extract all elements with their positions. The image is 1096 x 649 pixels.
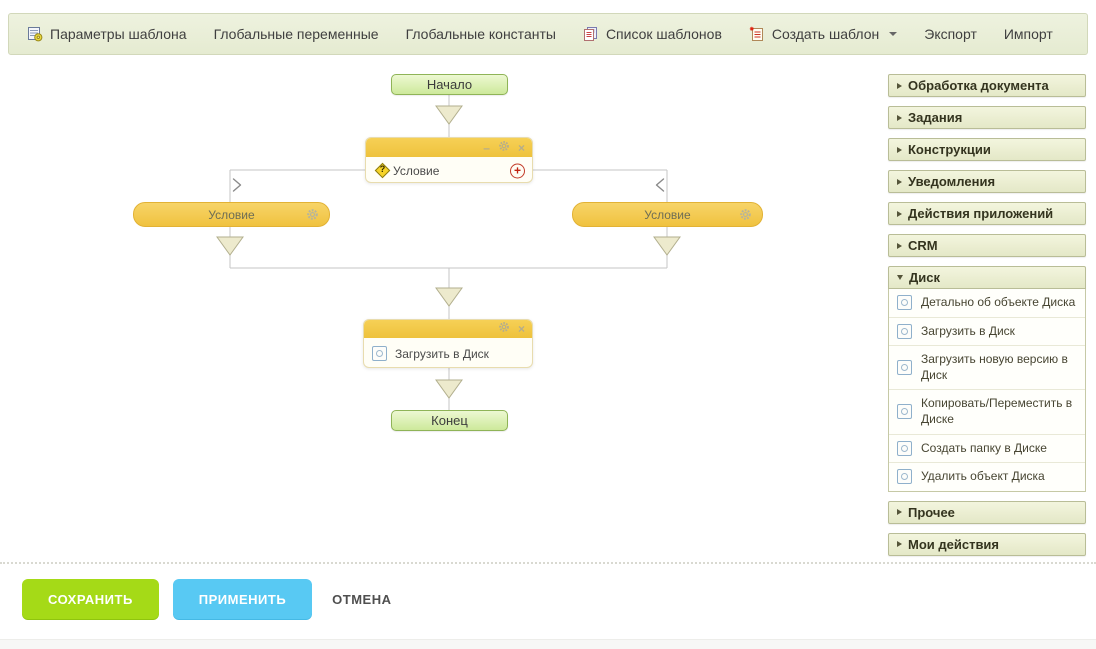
- condition-diamond-icon: ?: [377, 164, 388, 176]
- condition-activity-block[interactable]: – × ? Условие +: [365, 137, 533, 183]
- condition-branch-right[interactable]: Условие: [572, 202, 763, 227]
- activity-header: – ×: [366, 138, 532, 157]
- sidebar-section-constructions[interactable]: Конструкции: [888, 138, 1086, 161]
- chevron-down-icon: [897, 275, 903, 280]
- disk-action-icon: [897, 295, 912, 311]
- toolbar-label: Экспорт: [924, 26, 977, 42]
- sidebar-action-disk-details[interactable]: Детально об объекте Диска: [889, 289, 1085, 317]
- create-template-icon: [749, 26, 763, 41]
- activity-body: Загрузить в Диск: [364, 338, 532, 367]
- action-label: Загрузить новую версию в Диск: [921, 352, 1068, 382]
- chevron-right-icon: [897, 178, 902, 185]
- activity-body: ? Условие +: [366, 157, 532, 182]
- toolbar-label: Глобальные переменные: [213, 26, 379, 42]
- toolbar-button-template-params[interactable]: Параметры шаблона: [27, 26, 187, 42]
- toolbar-button-global-variables[interactable]: Глобальные переменные: [214, 26, 379, 42]
- toolbar-button-global-constants[interactable]: Глобальные константы: [406, 26, 556, 42]
- settings-gear-icon[interactable]: [498, 320, 510, 338]
- sidebar-section-disk[interactable]: Диск: [888, 266, 1086, 289]
- toolbar-button-export[interactable]: Экспорт: [924, 26, 977, 42]
- sidebar-section-app-actions[interactable]: Действия приложений: [888, 202, 1086, 225]
- bottom-strip: [0, 639, 1096, 649]
- toolbar-label: Импорт: [1003, 26, 1053, 42]
- template-params-icon: [28, 27, 43, 42]
- action-label: Детально об объекте Диска: [921, 295, 1076, 309]
- chevron-right-icon: [897, 82, 902, 89]
- flow-start-node[interactable]: Начало: [391, 74, 508, 95]
- activity-header: ×: [364, 320, 532, 338]
- settings-gear-icon[interactable]: [739, 208, 752, 224]
- sidebar-action-create-folder[interactable]: Создать папку в Диске: [889, 433, 1085, 463]
- chevron-right-icon: [897, 541, 902, 548]
- chevron-right-icon: [897, 114, 902, 121]
- section-label: CRM: [908, 238, 938, 253]
- branch-label: Условие: [208, 207, 255, 222]
- sidebar-section-notifications[interactable]: Уведомления: [888, 170, 1086, 193]
- section-label: Уведомления: [908, 174, 996, 189]
- disk-action-icon: [897, 469, 912, 485]
- disk-action-icon: [372, 346, 387, 361]
- minimize-icon[interactable]: –: [483, 140, 490, 155]
- chevron-right-icon: [897, 509, 902, 516]
- sidebar-section-tasks[interactable]: Задания: [888, 106, 1086, 129]
- toolbar: Параметры шаблона Глобальные переменные …: [8, 13, 1088, 55]
- sidebar-action-copy-move[interactable]: Копировать/Переместить в Диске: [889, 389, 1085, 433]
- chevron-right-icon: [897, 210, 902, 217]
- sidebar-section-crm[interactable]: CRM: [888, 234, 1086, 257]
- toolbar-label: Создать шаблон: [771, 26, 880, 42]
- disk-action-icon: [897, 404, 912, 420]
- action-label: Копировать/Переместить в Диске: [921, 396, 1073, 426]
- toolbar-button-create-template[interactable]: Создать шаблон: [749, 26, 898, 42]
- disk-action-icon: [897, 360, 912, 376]
- toolbar-label: Параметры шаблона: [50, 26, 187, 42]
- template-list-icon: [583, 27, 597, 41]
- section-label: Мои действия: [908, 536, 1000, 552]
- add-branch-icon[interactable]: +: [510, 163, 525, 178]
- disk-action-icon: [897, 323, 912, 339]
- section-label: Задания: [908, 110, 963, 125]
- settings-gear-icon[interactable]: [498, 139, 510, 157]
- section-label: Прочее: [908, 504, 955, 520]
- disk-action-icon: [897, 440, 912, 456]
- action-label: Удалить объект Диска: [921, 469, 1045, 484]
- footer-bar: СОХРАНИТЬ ПРИМЕНИТЬ ОТМЕНА: [0, 562, 1096, 619]
- close-icon[interactable]: ×: [517, 322, 525, 336]
- upload-to-disk-activity-block[interactable]: × Загрузить в Диск: [363, 319, 533, 368]
- activity-title: Загрузить в Диск: [395, 346, 489, 361]
- action-label: Загрузить в Диск: [921, 323, 1015, 338]
- toolbar-button-import[interactable]: Импорт: [1004, 26, 1053, 42]
- flow-end-node[interactable]: Конец: [391, 410, 508, 431]
- toolbar-button-template-list[interactable]: Список шаблонов: [583, 26, 722, 42]
- chevron-right-icon: [897, 146, 902, 153]
- sidebar-action-delete-object[interactable]: Удалить объект Диска: [889, 462, 1085, 491]
- save-button[interactable]: СОХРАНИТЬ: [22, 579, 159, 619]
- cancel-link[interactable]: ОТМЕНА: [332, 591, 392, 607]
- sidebar-section-my-actions[interactable]: Мои действия: [888, 532, 1086, 556]
- condition-branch-left[interactable]: Условие: [133, 202, 330, 227]
- sidebar-section-document-processing[interactable]: Обработка документа: [888, 74, 1086, 97]
- close-icon[interactable]: ×: [517, 140, 525, 155]
- section-label: Действия приложений: [908, 206, 1054, 221]
- activity-title: Условие: [393, 163, 440, 178]
- toolbar-label: Глобальные константы: [405, 26, 556, 42]
- toolbar-label: Список шаблонов: [605, 26, 722, 42]
- sidebar-disk-panel: Детально об объекте Диска Загрузить в Ди…: [888, 289, 1086, 492]
- chevron-right-icon: [897, 242, 902, 249]
- actions-sidebar: Обработка документа Задания Конструкции …: [888, 74, 1086, 565]
- section-label: Конструкции: [908, 142, 991, 157]
- section-label: Диск: [909, 270, 940, 285]
- settings-gear-icon[interactable]: [306, 208, 319, 224]
- sidebar-action-upload-new-version[interactable]: Загрузить новую версию в Диск: [889, 345, 1085, 389]
- action-label: Создать папку в Диске: [921, 440, 1047, 455]
- sidebar-section-other[interactable]: Прочее: [888, 500, 1086, 524]
- sidebar-action-upload-to-disk[interactable]: Загрузить в Диск: [889, 316, 1085, 346]
- apply-button[interactable]: ПРИМЕНИТЬ: [172, 579, 313, 619]
- section-label: Обработка документа: [908, 78, 1049, 93]
- branch-label: Условие: [644, 207, 691, 222]
- chevron-down-icon: [889, 32, 898, 36]
